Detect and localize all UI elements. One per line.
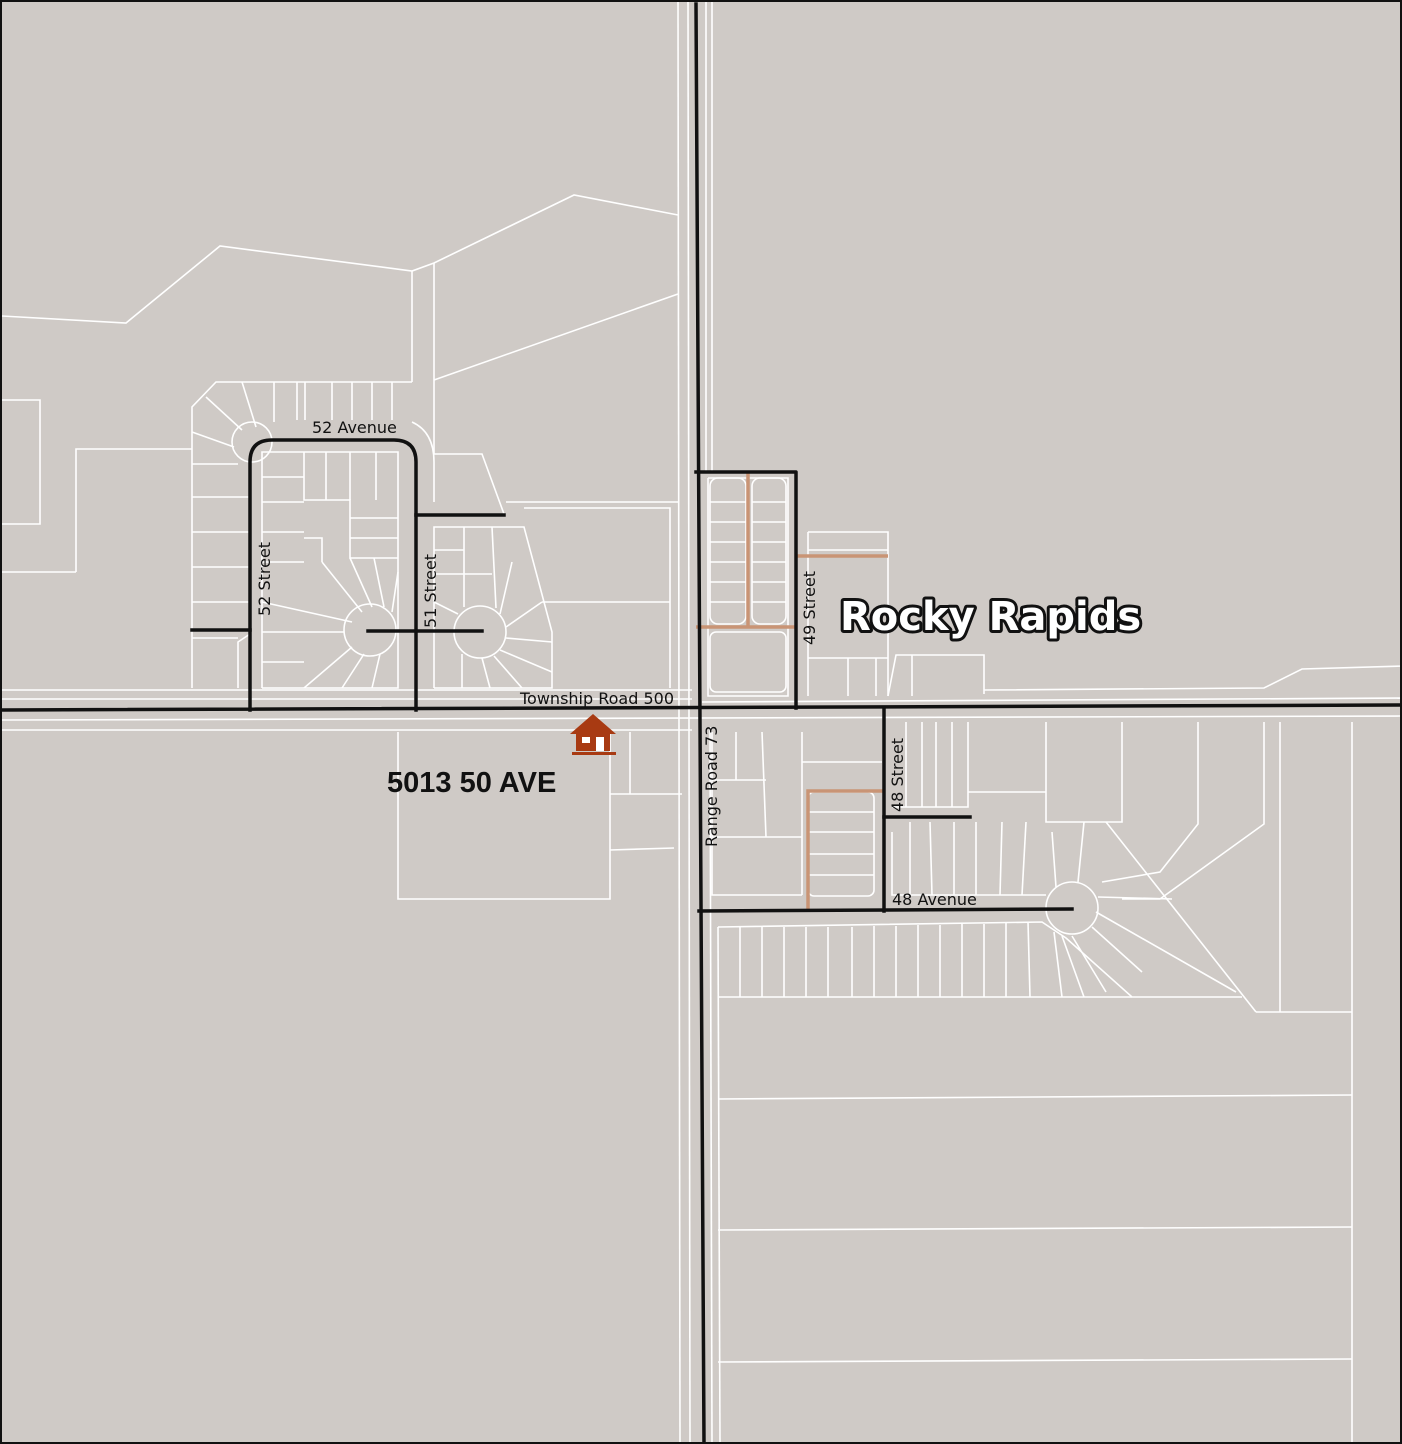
house-icon[interactable] [570, 714, 616, 755]
road-label-range: Range Road 73 [702, 726, 721, 847]
road-label-48-street: 48 Street [888, 738, 907, 812]
town-label: Rocky Rapids [840, 594, 1141, 640]
road-label-52-street: 52 Street [255, 542, 274, 616]
road-label-township: Township Road 500 [519, 689, 674, 708]
range-road-73-line [694, 2, 706, 1442]
52-avenue-line [248, 438, 418, 712]
road-label-51-street: 51 Street [421, 554, 440, 628]
lanes [696, 472, 888, 910]
road-label-49-street: 49 Street [800, 571, 819, 645]
49-street-line [694, 470, 798, 710]
road-label-48-avenue: 48 Avenue [892, 890, 977, 909]
township-road-500-line [2, 703, 1400, 712]
address-label: 5013 50 AVE [387, 767, 556, 799]
road-label-52-avenue: 52 Avenue [312, 418, 397, 437]
48-avenue-line [697, 907, 1074, 913]
